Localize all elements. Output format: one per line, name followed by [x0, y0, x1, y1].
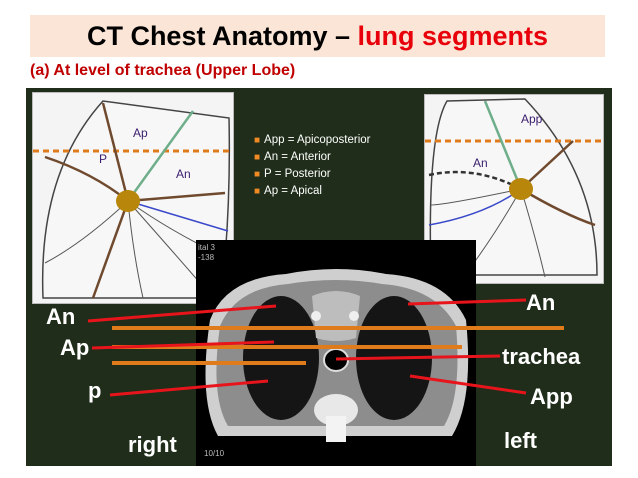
- title-banner: CT Chest Anatomy – lung segments: [30, 15, 605, 57]
- page-title: CT Chest Anatomy – lung segments: [87, 21, 548, 51]
- orientation-label-left-side: left: [504, 428, 537, 453]
- ct-corner-text-3: 10/10: [204, 449, 225, 458]
- abbreviation-legend: ■App = Apicoposterior ■An = Anterior ■P …: [254, 132, 406, 200]
- subtitle: (a) At level of trachea (Upper Lobe): [30, 62, 296, 79]
- pointer-line-p-left: [109, 379, 269, 397]
- legend-item: ■Ap = Apical: [254, 185, 322, 197]
- ct-corner-text-1: ital 3: [198, 243, 215, 252]
- left-label-ap: Ap: [133, 126, 148, 140]
- pointer-line-an-left: [87, 304, 277, 323]
- annotation-lines: [87, 298, 564, 397]
- pointer-line-trachea: [335, 354, 501, 361]
- right-label-an: An: [473, 156, 488, 170]
- left-label-p: P: [99, 152, 107, 166]
- bullet-icon: ■: [254, 186, 261, 197]
- content-panel: Ap P An ■App = Apicoposterior ■An = Ante…: [26, 88, 612, 466]
- title-main: CT Chest Anatomy –: [86, 21, 358, 51]
- annotation-ap-left: Ap: [60, 335, 90, 360]
- bullet-icon: ■: [254, 152, 261, 163]
- pointer-line-ap-left: [91, 340, 275, 350]
- ct-scan-rendering: ital 3 -138 10/10: [196, 240, 476, 466]
- left-label-an: An: [176, 167, 191, 181]
- left-lung-diagram: Ap P An: [32, 92, 234, 304]
- legend-item: ■An = Anterior: [254, 151, 331, 163]
- bullet-icon: ■: [254, 169, 261, 180]
- pointer-line-an-right: [407, 298, 527, 306]
- legend-item: ■App = Apicoposterior: [254, 134, 371, 146]
- ct-scan-image: ital 3 -138 10/10: [196, 240, 476, 466]
- pointer-line-app-right: [409, 374, 527, 395]
- right-label-app: App: [521, 112, 543, 126]
- legend-item: ■P = Posterior: [254, 168, 331, 180]
- annotation-trachea: trachea: [502, 344, 581, 369]
- bullet-icon: ■: [254, 135, 261, 146]
- ct-corner-text-2: -138: [198, 253, 215, 262]
- right-lung-diagram: App An: [424, 94, 604, 284]
- annotation-p-left: p: [88, 378, 102, 403]
- annotation-an-left: An: [46, 304, 76, 329]
- right-lung-sketch: App An: [425, 98, 603, 278]
- left-lung-sketch: Ap P An: [33, 100, 233, 299]
- annotation-an-right: An: [526, 290, 556, 315]
- title-accent: lung segments: [357, 21, 549, 51]
- annotation-app-right: App: [530, 384, 573, 409]
- orientation-label-right-side: right: [128, 432, 177, 457]
